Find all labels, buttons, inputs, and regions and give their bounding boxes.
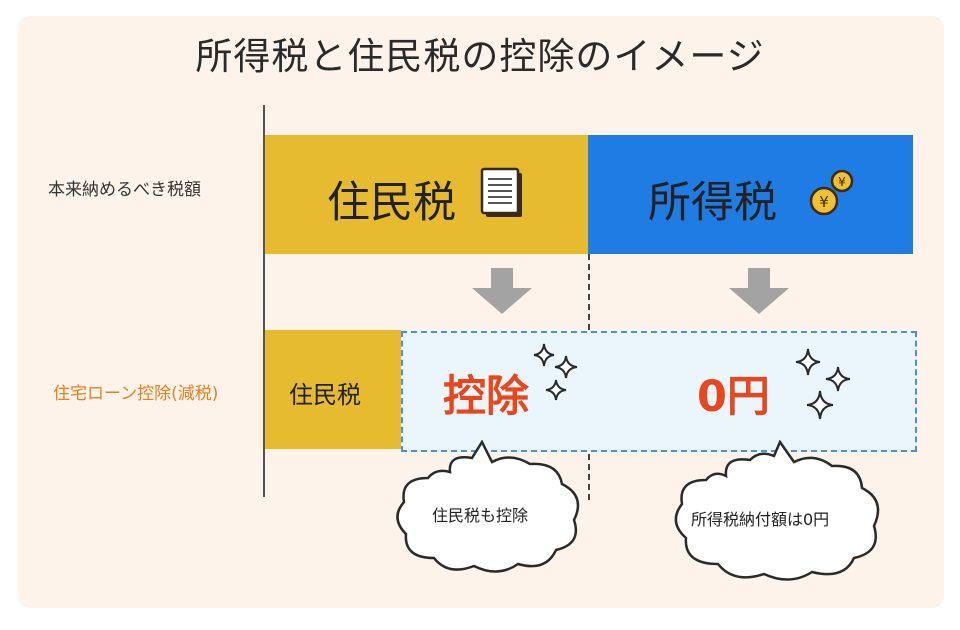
row-label-original-tax: 本来納めるべき税額 [48,180,201,200]
resident-tax-label: 住民税 [327,178,456,228]
sparkle-icon [533,343,578,401]
page-title: 所得税と住民税の控除のイメージ [195,35,765,78]
axis-line [263,105,265,497]
speech-bubble-cloud [396,440,580,573]
svg-text:¥: ¥ [819,193,829,211]
svg-text:¥: ¥ [838,175,846,189]
deduction-area [401,331,917,452]
down-arrow-icon [472,268,532,314]
document-icon [480,167,522,217]
income-tax-block: 所得税 ¥ ¥ [588,135,913,254]
yen-coins-icon: ¥ ¥ [809,169,854,216]
zero-yen-label: 0円 [697,372,770,422]
bubble-right-text: 所得税納付額は0円 [691,510,830,529]
speech-bubble-cloud [674,440,880,581]
bubble-left-text: 住民税も控除 [432,506,529,525]
resident-tax-small-label: 住民税 [289,381,361,409]
deduction-label: 控除 [443,372,529,422]
income-tax-label: 所得税 [648,178,777,228]
sparkle-icon [795,348,851,420]
resident-tax-block: 住民税 [265,135,588,254]
down-arrow-icon [729,268,789,314]
resident-tax-remaining-block: 住民税 [265,330,401,449]
row-label-loan-deduction: 住宅ローン控除(減税) [53,384,219,404]
